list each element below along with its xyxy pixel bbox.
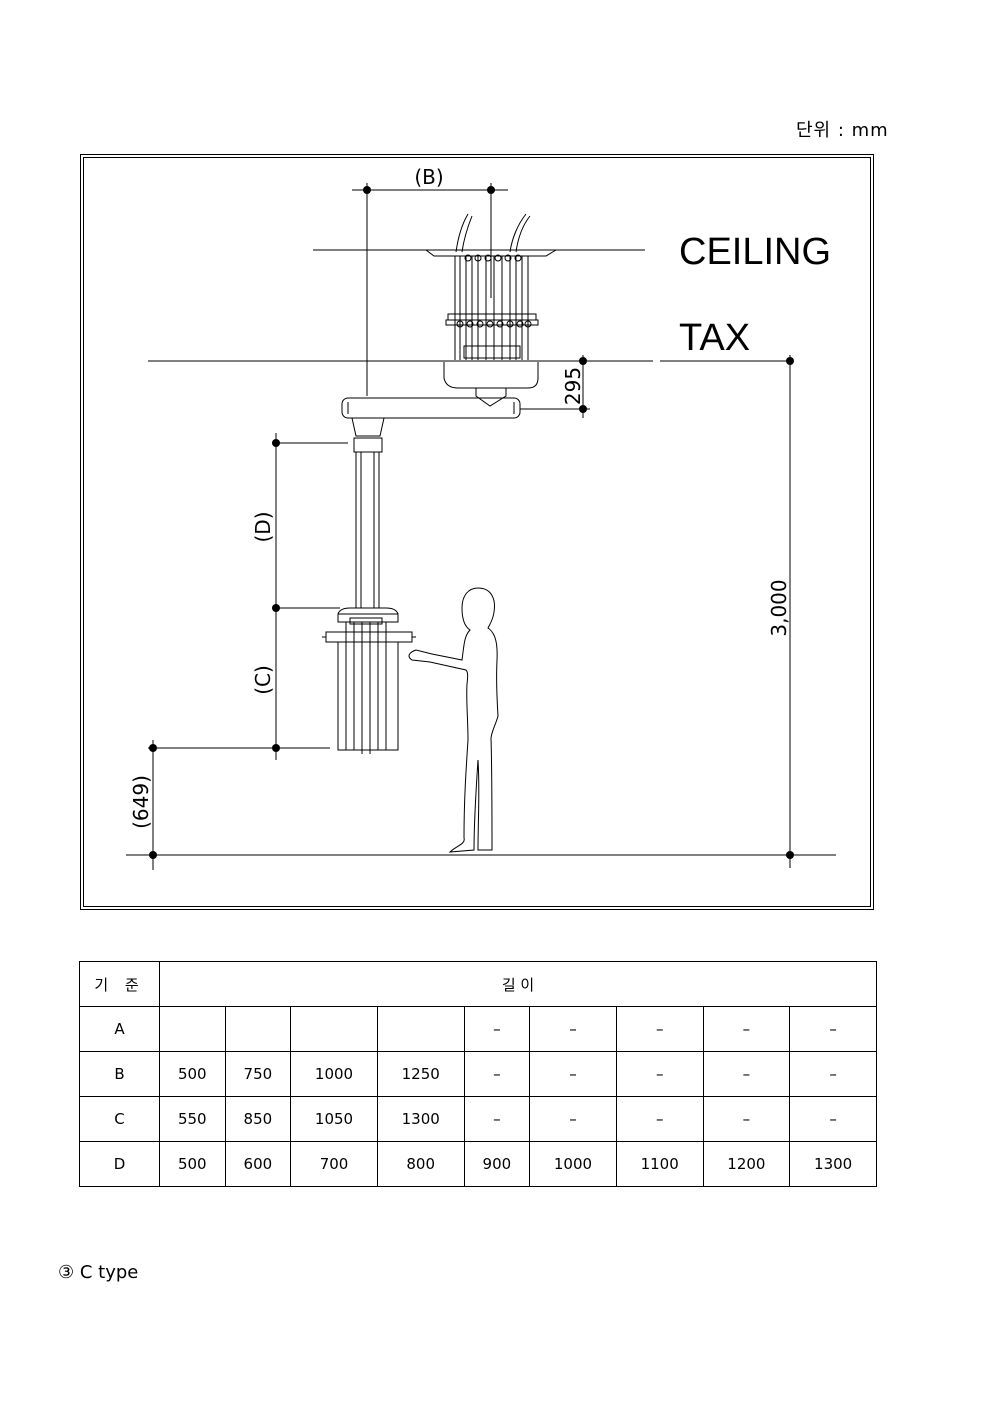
table-cell: 800 bbox=[376, 1141, 465, 1187]
table-cell: – bbox=[702, 1051, 791, 1097]
lamp-head-tubes bbox=[345, 622, 387, 754]
table-cell: 1000 bbox=[290, 1051, 378, 1097]
drawing-frame-inner bbox=[83, 157, 871, 907]
table-cell: 1000 bbox=[529, 1141, 617, 1187]
tax-label: TAX bbox=[679, 317, 750, 359]
column-collar bbox=[353, 437, 383, 453]
b-dimension-label: (B) bbox=[414, 165, 443, 189]
cable-left bbox=[455, 213, 469, 253]
table-cell bbox=[224, 1006, 292, 1052]
floor-gap-label: (649) bbox=[129, 775, 153, 829]
table-cell: 700 bbox=[290, 1141, 378, 1187]
mount-bolts bbox=[456, 254, 532, 328]
table-cell: 1300 bbox=[376, 1096, 465, 1142]
row-label: D bbox=[79, 1141, 160, 1187]
row-label: B bbox=[79, 1051, 160, 1097]
drop-dimension-label: 295 bbox=[561, 367, 585, 405]
row-label: A bbox=[79, 1006, 160, 1052]
table-cell: 600 bbox=[224, 1141, 292, 1187]
table-cell bbox=[290, 1006, 378, 1052]
dimension-dots bbox=[149, 186, 794, 859]
table-cell: – bbox=[529, 1096, 617, 1142]
mount-flange bbox=[447, 313, 537, 321]
length-header: 길 이 bbox=[159, 961, 877, 1007]
table-cell: 1100 bbox=[615, 1141, 704, 1187]
lamp-head-flange bbox=[325, 631, 413, 643]
cable-right bbox=[509, 213, 527, 253]
table-cell: 1200 bbox=[702, 1141, 791, 1187]
arm-joint bbox=[351, 417, 385, 437]
ceiling-label: CEILING bbox=[679, 231, 831, 273]
table-cell bbox=[376, 1006, 465, 1052]
table-cell: 500 bbox=[159, 1051, 226, 1097]
table-cell: – bbox=[529, 1051, 617, 1097]
table-cell: – bbox=[463, 1051, 531, 1097]
drawing-frame-outer bbox=[80, 154, 874, 910]
c-dimension-label: (C) bbox=[251, 665, 275, 695]
table-cell: 550 bbox=[159, 1096, 226, 1142]
table-cell: 1250 bbox=[376, 1051, 465, 1097]
unit-label: 단위 : mm bbox=[796, 120, 889, 141]
table-cell: – bbox=[529, 1006, 617, 1052]
table-cell: 850 bbox=[224, 1096, 292, 1142]
height-dimension-label: 3,000 bbox=[767, 579, 791, 636]
table-cell: – bbox=[463, 1006, 531, 1052]
table-cell: – bbox=[702, 1096, 791, 1142]
table-cell: 500 bbox=[159, 1141, 226, 1187]
human-figure bbox=[408, 587, 499, 853]
table-cell: – bbox=[789, 1051, 877, 1097]
table-cell: – bbox=[615, 1096, 704, 1142]
table-cell: – bbox=[615, 1051, 704, 1097]
mount-rods bbox=[454, 256, 529, 360]
horizontal-arm bbox=[341, 397, 521, 419]
table-cell: 1050 bbox=[290, 1096, 378, 1142]
table-cell: 900 bbox=[463, 1141, 531, 1187]
lamp-head-cap bbox=[337, 607, 399, 615]
table-cell: – bbox=[789, 1096, 877, 1142]
d-dimension-label: (D) bbox=[251, 511, 275, 542]
footnote: ③ C type bbox=[58, 1262, 139, 1283]
hub-joint bbox=[475, 388, 507, 407]
table-cell: – bbox=[463, 1096, 531, 1142]
table-cell: 1300 bbox=[789, 1141, 877, 1187]
table-cell bbox=[159, 1006, 226, 1052]
lamp-head-body bbox=[337, 642, 399, 751]
hub-housing bbox=[443, 362, 539, 389]
row-label: C bbox=[79, 1096, 160, 1142]
table-header-row: 기 준 길 이 bbox=[79, 961, 877, 1007]
table-cell: 750 bbox=[224, 1051, 292, 1097]
table-cell: – bbox=[615, 1006, 704, 1052]
criterion-header: 기 준 bbox=[79, 961, 160, 1007]
table-row: A––––– bbox=[79, 1006, 877, 1052]
table-cell: – bbox=[702, 1006, 791, 1052]
table-cell: – bbox=[789, 1006, 877, 1052]
